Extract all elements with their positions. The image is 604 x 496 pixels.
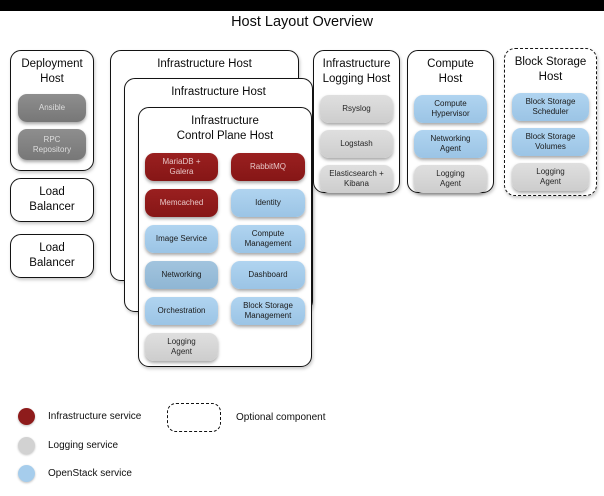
- service-block-storage-scheduler: Block Storage Scheduler: [512, 93, 589, 122]
- service-logging-agent-control-plane: Logging Agent: [145, 333, 218, 362]
- host-control-plane-title: Infrastructure Control Plane Host: [176, 115, 274, 142]
- host-infrastructure-logging-title: Infrastructure Logging Host: [322, 58, 391, 85]
- service-block-storage-volumes: Block Storage Volumes: [512, 128, 589, 157]
- service-compute-management: Compute Management: [231, 225, 305, 254]
- service-block-storage-management: Block Storage Management: [231, 297, 305, 326]
- service-memcached: Memcached: [145, 189, 218, 218]
- host-block-storage: Block Storage Host Block Storage Schedul…: [504, 48, 597, 196]
- host-load-balancer-2: Load Balancer: [10, 234, 94, 278]
- block-storage-service-list: Block Storage Scheduler Block Storage Vo…: [505, 93, 596, 192]
- service-orchestration: Orchestration: [145, 297, 218, 326]
- host-load-balancer-1-title: Load Balancer: [29, 186, 75, 213]
- service-logstash: Logstash: [320, 130, 393, 159]
- service-rpc-repository: RPC Repository: [18, 129, 86, 161]
- service-rsyslog: Rsyslog: [320, 95, 393, 124]
- legend-label-logging-service: Logging service: [48, 440, 119, 451]
- service-networking-agent: Networking Agent: [414, 130, 487, 159]
- service-elasticsearch-kibana: Elasticsearch + Kibana: [320, 165, 393, 194]
- host-load-balancer-2-title: Load Balancer: [29, 242, 75, 269]
- legend-item-logging-service: Logging service: [18, 437, 118, 454]
- host-infrastructure-logging: Infrastructure Logging Host Rsyslog Logs…: [313, 50, 400, 194]
- service-dashboard: Dashboard: [231, 261, 305, 290]
- service-logging-agent-compute: Logging Agent: [414, 165, 487, 194]
- service-rabbitmq: RabbitMQ: [231, 153, 305, 182]
- host-infrastructure-control-plane: Infrastructure Control Plane Host MariaD…: [138, 107, 312, 367]
- service-mariadb-galera: MariaDB + Galera: [145, 153, 218, 182]
- control-plane-service-grid: MariaDB + Galera Memcached Image Service…: [139, 153, 311, 362]
- control-plane-right-column: RabbitMQ Identity Compute Management Das…: [231, 153, 305, 361]
- compute-host-service-list: Compute Hypervisor Networking Agent Logg…: [408, 95, 493, 194]
- infrastructure-service-swatch-icon: [18, 408, 35, 425]
- legend-label-optional-component: Optional component: [236, 412, 326, 423]
- legend-item-infrastructure-service: Infrastructure service: [18, 408, 141, 425]
- host-compute-title: Compute Host: [427, 58, 474, 85]
- openstack-service-swatch-icon: [18, 465, 35, 482]
- legend-label-openstack-service: OpenStack service: [48, 468, 132, 479]
- host-block-storage-title: Block Storage Host: [514, 56, 587, 83]
- host-deployment-title: Deployment Host: [21, 58, 83, 85]
- control-plane-left-column: MariaDB + Galera Memcached Image Service…: [145, 153, 218, 362]
- optional-component-swatch-icon: [167, 403, 221, 432]
- host-infrastructure-middle-title: Infrastructure Host: [171, 86, 266, 98]
- legend-item-openstack-service: OpenStack service: [18, 465, 132, 482]
- diagram-title: Host Layout Overview: [231, 14, 373, 30]
- service-compute-hypervisor: Compute Hypervisor: [414, 95, 487, 124]
- service-image-service: Image Service: [145, 225, 218, 254]
- service-logging-agent-block-storage: Logging Agent: [512, 163, 589, 192]
- service-identity: Identity: [231, 189, 305, 218]
- deployment-service-list: Ansible RPC Repository: [11, 94, 93, 161]
- top-border-bar: [0, 0, 604, 11]
- service-ansible: Ansible: [18, 94, 86, 123]
- host-deployment: Deployment Host Ansible RPC Repository: [10, 50, 94, 171]
- host-infrastructure-outer-title: Infrastructure Host: [157, 58, 252, 70]
- logging-host-service-list: Rsyslog Logstash Elasticsearch + Kibana: [314, 95, 399, 194]
- host-compute: Compute Host Compute Hypervisor Networki…: [407, 50, 494, 194]
- logging-service-swatch-icon: [18, 437, 35, 454]
- host-load-balancer-1: Load Balancer: [10, 178, 94, 222]
- legend-label-infrastructure-service: Infrastructure service: [48, 411, 142, 422]
- legend-item-optional-component: Optional component: [167, 403, 326, 432]
- service-networking: Networking: [145, 261, 218, 290]
